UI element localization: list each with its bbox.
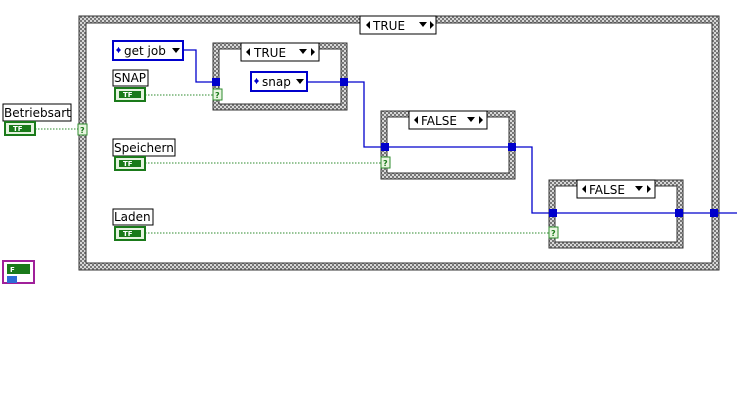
increment-arrow-icon[interactable] xyxy=(430,21,434,29)
enum-constant-getjob[interactable]: get job xyxy=(112,40,184,61)
enum-constant-snap[interactable]: snap xyxy=(250,71,308,92)
enum-snap-label: snap xyxy=(262,75,291,89)
decrement-arrow-icon[interactable] xyxy=(582,185,586,193)
enum-getjob-label: get job xyxy=(124,44,166,58)
increment-arrow-icon xyxy=(118,47,121,53)
dropdown-arrow-icon[interactable] xyxy=(299,49,307,54)
case-structure-speichern[interactable]: FALSE xyxy=(380,110,516,180)
terminal-icon-bottom-left[interactable]: F xyxy=(2,260,35,284)
control-speichern[interactable]: Speichern TF xyxy=(112,138,176,171)
enum-wire[interactable] xyxy=(183,49,737,214)
tunnel xyxy=(549,209,557,217)
decrement-arrow-icon[interactable] xyxy=(246,48,250,56)
tunnel xyxy=(212,78,220,86)
case-structure-laden[interactable]: FALSE xyxy=(548,179,684,249)
boolean-f-icon: F xyxy=(10,266,15,274)
svg-text:?: ? xyxy=(383,159,388,168)
case-snap-selector[interactable]: TRUE xyxy=(240,42,320,62)
cluster-icon xyxy=(7,276,17,283)
boolean-tf-icon: TF xyxy=(123,160,133,168)
boolean-tf-icon: TF xyxy=(123,230,133,238)
selector-terminal: ? xyxy=(548,226,559,239)
tunnel xyxy=(381,143,389,151)
svg-text:?: ? xyxy=(215,91,220,100)
selector-terminal: ? xyxy=(212,88,223,101)
dropdown-arrow-icon[interactable] xyxy=(419,22,427,27)
increment-arrow-icon xyxy=(256,78,259,84)
increment-arrow-icon[interactable] xyxy=(647,185,651,193)
enum-tunnels xyxy=(212,78,718,217)
case-speichern-selector-label: FALSE xyxy=(421,114,457,128)
control-snap[interactable]: SNAP TF xyxy=(112,69,149,102)
dropdown-arrow-icon[interactable] xyxy=(635,186,643,191)
svg-text:?: ? xyxy=(80,126,85,135)
boolean-wire[interactable] xyxy=(35,94,553,234)
outer-case-selector[interactable]: TRUE xyxy=(359,15,437,35)
control-snap-label: SNAP xyxy=(114,71,146,85)
boolean-tf-icon: TF xyxy=(13,125,23,133)
case-snap-selector-label: TRUE xyxy=(253,46,286,60)
tunnel xyxy=(710,209,718,217)
dropdown-arrow-icon[interactable] xyxy=(467,117,475,122)
case-laden-selector[interactable]: FALSE xyxy=(576,179,656,199)
decrement-arrow-icon[interactable] xyxy=(366,21,370,29)
dropdown-arrow-icon[interactable] xyxy=(296,79,304,84)
tunnel xyxy=(675,209,683,217)
case-laden-selector-label: FALSE xyxy=(589,183,625,197)
svg-text:?: ? xyxy=(551,229,556,238)
case-structure-snap[interactable]: TRUE xyxy=(212,42,348,111)
tunnel xyxy=(340,78,348,86)
case-speichern-selector[interactable]: FALSE xyxy=(408,110,488,130)
case-selector-terminals: ? ? ? ? xyxy=(77,88,559,239)
outer-case-structure[interactable]: TRUE xyxy=(78,15,720,271)
decrement-arrow-icon[interactable] xyxy=(414,116,418,124)
increment-arrow-icon[interactable] xyxy=(479,116,483,124)
control-betriebsart[interactable]: Betriebsart TF xyxy=(2,103,72,136)
dropdown-arrow-icon[interactable] xyxy=(172,48,180,53)
boolean-tf-icon: TF xyxy=(123,91,133,99)
selector-terminal: ? xyxy=(380,156,391,169)
control-speichern-label: Speichern xyxy=(114,141,174,155)
outer-case-selector-label: TRUE xyxy=(372,19,405,33)
increment-arrow-icon[interactable] xyxy=(311,48,315,56)
control-laden-label: Laden xyxy=(114,210,151,224)
tunnel xyxy=(508,143,516,151)
control-laden[interactable]: Laden TF xyxy=(112,208,154,241)
selector-terminal: ? xyxy=(77,123,88,136)
control-betriebsart-label: Betriebsart xyxy=(4,106,71,120)
